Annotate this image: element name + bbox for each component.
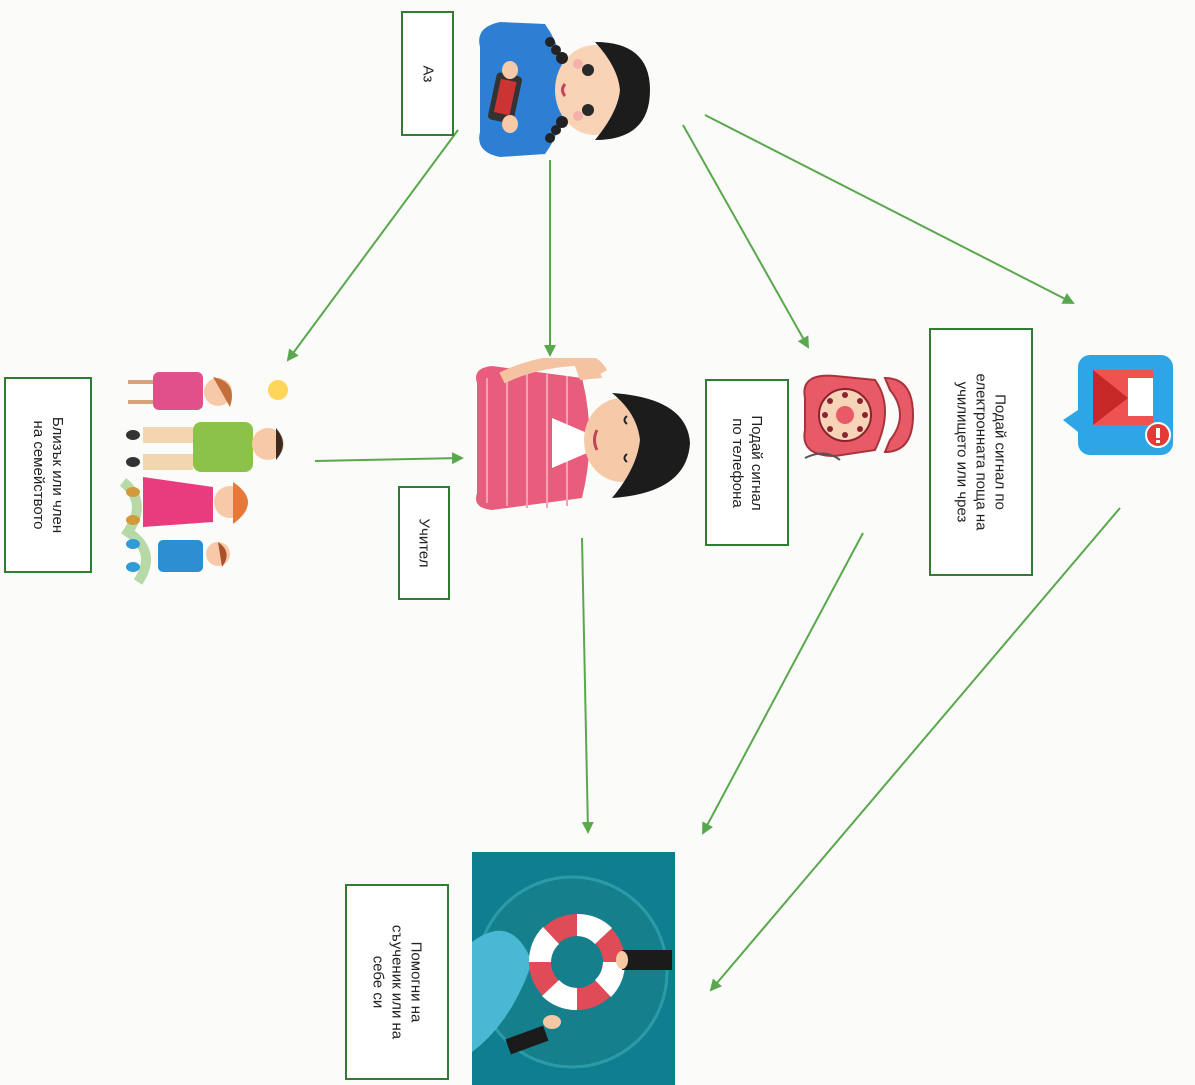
arrow-me-to-phone [682, 124, 809, 349]
arrow-teacher-to-help [581, 537, 594, 834]
rotary-phone-icon [803, 374, 915, 461]
arrow-email-to-help [709, 507, 1121, 992]
lifebuoy-icon [472, 852, 675, 1085]
girl-with-phone-icon [479, 22, 650, 157]
teacher-icon [476, 358, 690, 510]
arrow-me-to-email [704, 114, 1075, 304]
email-alert-icon [1063, 355, 1173, 455]
family-icon [119, 372, 288, 585]
label-teacher: Учител [415, 518, 433, 568]
arrow-family-to-teacher [314, 452, 464, 465]
label-me: Аз [419, 65, 436, 82]
arrow-phone-to-help [702, 532, 864, 835]
label-teacher-box: Учител [398, 486, 450, 600]
arrow-me-to-family [286, 129, 459, 362]
label-me-box: Аз [401, 11, 454, 136]
